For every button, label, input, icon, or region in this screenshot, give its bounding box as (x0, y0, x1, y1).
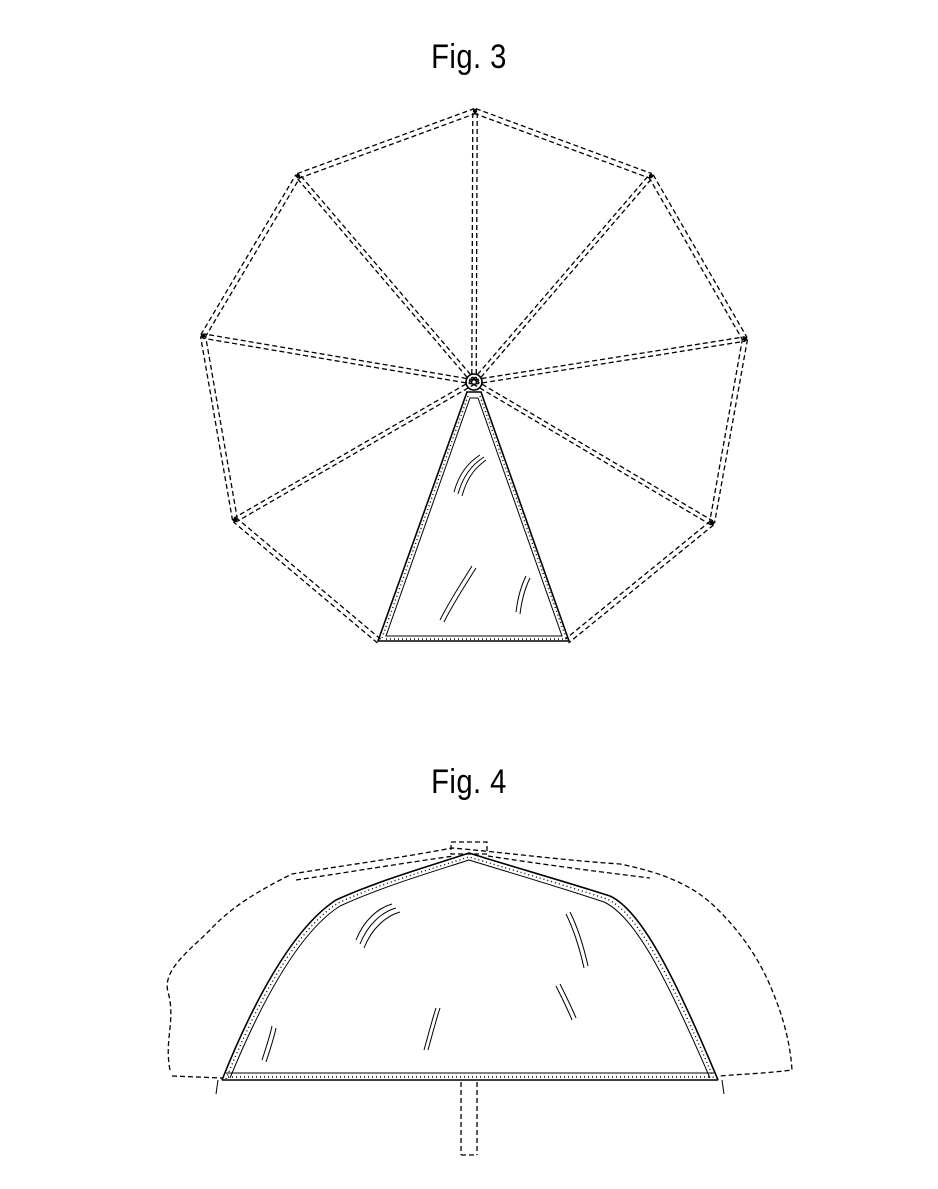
rib-7-pair (203, 334, 474, 380)
figure-4-side-view (167, 842, 792, 1155)
rib-2-pair (474, 341, 745, 384)
rib-8 (296, 177, 472, 383)
canopy-edge-5 (233, 522, 377, 643)
surface-shading-marks (440, 455, 530, 622)
rib-tip-6 (233, 518, 237, 522)
canopy-outline (201, 109, 748, 643)
rib-1 (472, 175, 649, 381)
rib-0 (472, 111, 473, 382)
side-shading-marks (262, 904, 588, 1062)
canopy-edge-8 (297, 109, 474, 174)
rib-tip-1 (649, 174, 653, 178)
rib-tip-3 (710, 521, 714, 525)
canopy-edge-6 (201, 336, 233, 520)
canopy-edge-7 (201, 175, 296, 335)
figure-3-top-view (201, 109, 748, 643)
canopy-edge-7-inner (205, 177, 300, 337)
canopy-edge-3-inner (565, 521, 710, 639)
right-rib-tip (722, 1080, 724, 1094)
rib-8-pair (300, 175, 476, 381)
rib-3-pair (473, 384, 711, 525)
canopy-edge-1 (653, 175, 747, 338)
rib-0-pair (476, 111, 477, 382)
canopy-edge-8-inner (299, 113, 476, 178)
rib-1-pair (476, 177, 653, 383)
canopy-edge-2-inner (710, 339, 743, 523)
canopy-edge-0-inner (474, 113, 650, 178)
rib-tip-0 (473, 109, 477, 113)
rib-7 (203, 338, 474, 384)
canopy-edge-1-inner (649, 177, 743, 340)
left-rib-tip (216, 1080, 218, 1094)
rib-6-pair (234, 380, 473, 518)
highlighted-panel (378, 392, 569, 641)
canopy-ribs (201, 109, 747, 525)
rib-tip-8 (296, 174, 300, 178)
canopy-edge-2 (714, 339, 747, 523)
canopy-edge-0 (476, 109, 652, 174)
canopy-edge-6-inner (205, 336, 237, 520)
side-canopy-panel (222, 853, 718, 1080)
rib-tip-2 (743, 337, 747, 341)
canopy-edge-5-inner (237, 518, 381, 639)
canopy-edge-3 (569, 525, 714, 643)
umbrella-shaft (461, 1082, 477, 1155)
rib-3 (475, 380, 713, 521)
outer-canopy-outline (167, 848, 792, 1076)
rib-tip-7 (201, 334, 205, 338)
rib-6 (236, 384, 475, 522)
rib-2 (474, 337, 745, 380)
